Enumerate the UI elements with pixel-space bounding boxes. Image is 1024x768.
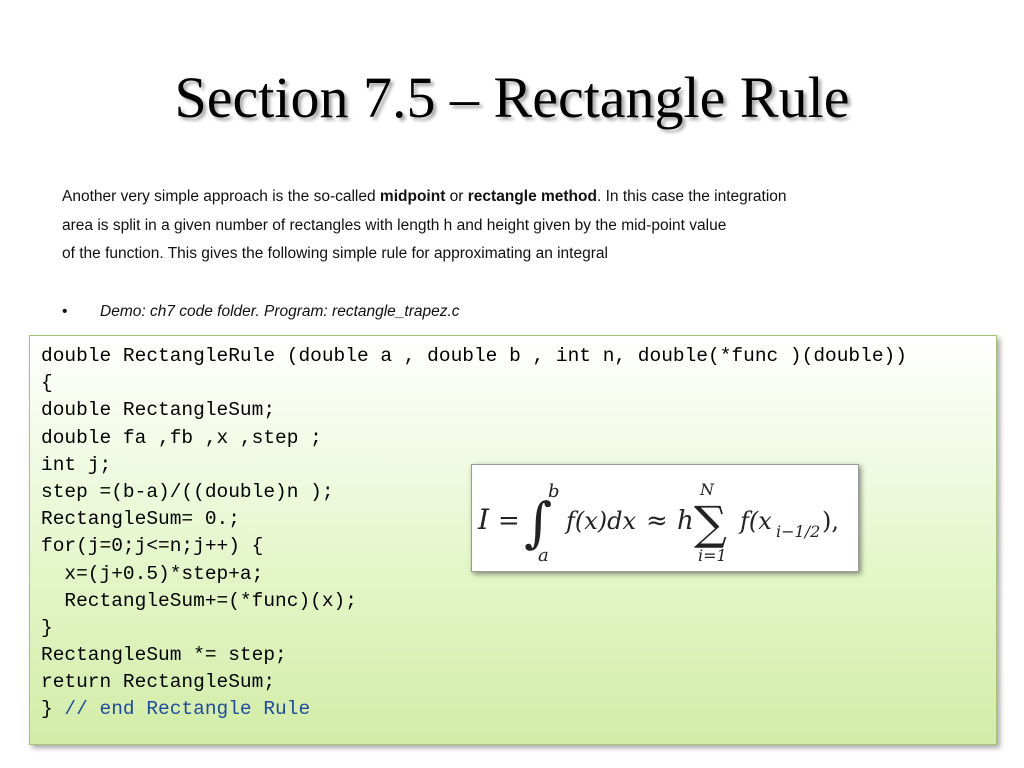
code-line: for(j=0;j<=n;j++) { [41,535,264,558]
code-line: double fa ,fb ,x ,step ; [41,426,322,449]
code-line: double RectangleSum; [41,399,276,422]
sum-upper-limit: N [699,480,715,499]
integral-sign: ∫ [524,491,552,554]
intro-text: or [445,188,468,205]
intro-line-2: area is split in a given number of recta… [62,216,727,234]
code-line: double RectangleRule (double a , double … [41,345,907,367]
code-line-last: } // end Rectangle Rule [41,696,907,723]
approx-sign: ≈ [646,506,668,536]
sum-lower-limit: i=1 [698,546,727,565]
code-line: RectangleSum *= step; [41,644,287,667]
formula-equals: = [498,506,520,536]
demo-bullet-text: Demo: ch7 code folder. Program: rectangl… [100,303,460,320]
intro-line-3: of the function. This gives the followin… [62,245,608,262]
term-rectangle-method: rectangle method [467,188,597,205]
code-line: RectangleSum= 0.; [41,508,240,531]
slide-title: Section 7.5 – Rectangle Rule [174,65,850,130]
formula-h: h [677,506,694,536]
code-line: { [41,372,53,395]
sum-sign: ∑ [694,496,727,550]
sum-term-close: ), [822,507,839,535]
code-closing-brace: } [41,698,65,721]
code-listing: double RectangleRule (double a , double … [41,343,907,724]
code-line: int j; [41,453,112,476]
code-line: step =(b-a)/((double)n ); [41,480,334,503]
formula-lhs: I [477,503,490,536]
integral-lower-limit: a [538,545,549,566]
code-line: return RectangleSum; [41,671,276,694]
demo-bullet: • Demo: ch7 code folder. Program: rectang… [62,298,460,326]
code-line: RectangleSum+=(*func)(x); [41,589,357,612]
intro-line-1: Another very simple approach is the so-c… [62,183,962,212]
formula-svg: I = ∫ b a f(x)dx ≈ h N ∑ i=1 f(x i−1/2 )… [477,480,839,566]
bullet-symbol: • [62,303,68,320]
integrand: f(x)dx [564,507,637,535]
intro-text: . In this case the integration [596,188,787,205]
code-line: } [41,616,53,639]
code-comment: // end Rectangle Rule [64,698,311,721]
intro-paragraph: Another very simple approach is the so-c… [62,183,962,269]
sum-term: f(x [738,507,772,535]
sum-term-subscript: i−1/2 [776,522,820,541]
integral-upper-limit: b [548,481,560,502]
term-midpoint: midpoint [379,188,446,205]
intro-text: Another very simple approach is the so-c… [62,188,380,205]
formula-image: I = ∫ b a f(x)dx ≈ h N ∑ i=1 f(x i−1/2 )… [471,464,859,572]
code-line: x=(j+0.5)*step+a; [41,562,264,585]
